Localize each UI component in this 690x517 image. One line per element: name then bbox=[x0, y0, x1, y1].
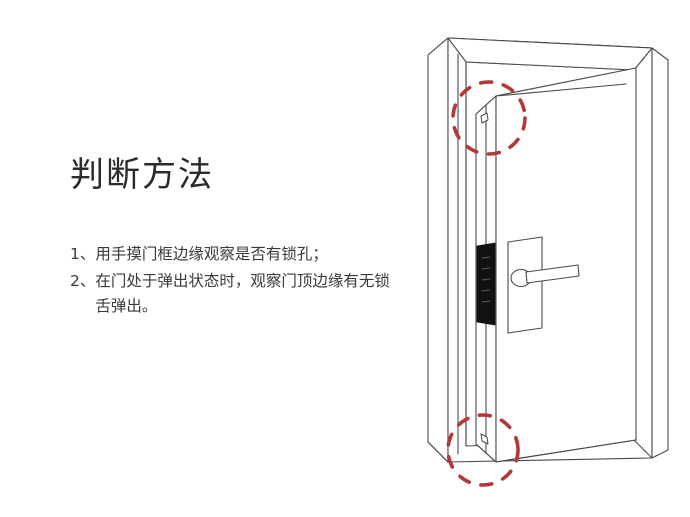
frame-right-reveal bbox=[633, 47, 653, 459]
top-latch-hole-icon bbox=[480, 112, 489, 124]
list-item: 2、 在门处于弹出状态时，观察门顶边缘有无锁舌弹出。 bbox=[70, 269, 400, 319]
list-item: 1、 用手摸门框边缘观察是否有锁孔； bbox=[70, 242, 400, 267]
instruction-index: 2、 bbox=[70, 271, 96, 290]
lever-handle-bar bbox=[525, 264, 580, 284]
bottom-latch-hole-icon bbox=[480, 433, 489, 445]
text-panel: 判断方法 1、 用手摸门框边缘观察是否有锁孔； 2、 在门处于弹出状态时，观察门… bbox=[70, 155, 400, 321]
instruction-list: 1、 用手摸门框边缘观察是否有锁孔； 2、 在门处于弹出状态时，观察门顶边缘有无… bbox=[70, 242, 400, 319]
keypad-digits bbox=[481, 256, 491, 303]
bottom-highlight-circle bbox=[446, 413, 520, 487]
frame-head-reveal bbox=[447, 37, 653, 71]
highlight-circles bbox=[446, 80, 527, 487]
door-top-inner-line bbox=[495, 83, 627, 97]
door-illustration bbox=[400, 10, 680, 510]
door-diagram-svg bbox=[427, 37, 669, 487]
instruction-text: 用手摸门框边缘观察是否有锁孔； bbox=[95, 244, 328, 263]
lock-escutcheon bbox=[507, 236, 543, 334]
instruction-index: 1、 bbox=[70, 244, 96, 263]
door-bottom-edge bbox=[475, 439, 637, 463]
frame-left-outer-face bbox=[427, 37, 449, 463]
door-panel bbox=[475, 67, 637, 463]
lever-handle bbox=[525, 264, 580, 284]
lock-keypad-strip bbox=[476, 242, 496, 326]
page-title: 判断方法 bbox=[70, 155, 214, 195]
frame-right-outer-face bbox=[651, 47, 669, 459]
frame-bottom-left-foot bbox=[427, 441, 449, 463]
keypad-body bbox=[476, 242, 496, 326]
instruction-text: 在门处于弹出状态时，观察门顶边缘有无锁舌弹出。 bbox=[95, 271, 390, 316]
top-highlight-circle bbox=[451, 80, 527, 156]
